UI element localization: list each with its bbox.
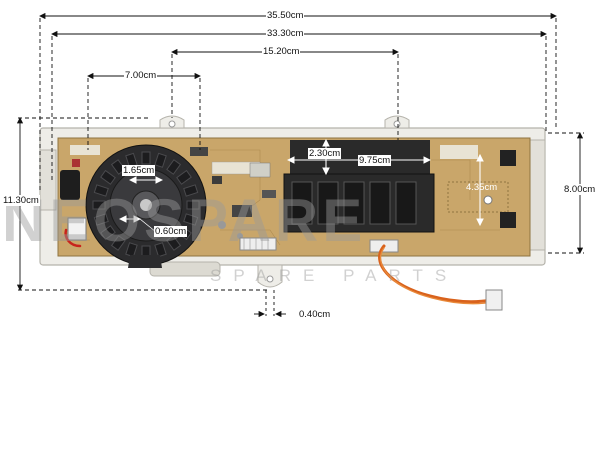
knob-tooth (100, 225, 116, 241)
knob-tooth (186, 200, 200, 210)
right-height-label: 8.00cm (563, 184, 597, 195)
connector-slot (395, 181, 417, 225)
right-panel-label: 4.35cm (466, 182, 498, 193)
connector-slot (369, 181, 391, 225)
connector-slot (343, 181, 365, 225)
knob-tooth (93, 184, 109, 197)
knob-offset-label: 1.65cm (122, 165, 156, 176)
connector-slot (291, 181, 313, 225)
window-height-label: 2.30cm (308, 148, 342, 159)
knob-tooth (100, 169, 116, 185)
knob-tooth (183, 213, 199, 226)
connector-slot (317, 181, 339, 225)
knob-tooth (93, 213, 109, 226)
knob-width-label: 7.00cm (124, 70, 158, 81)
knob-tooth (166, 235, 182, 251)
knob-tooth (183, 184, 199, 197)
knob-tooth (110, 235, 126, 251)
display-connector (283, 173, 435, 233)
knob-tooth (176, 169, 192, 185)
knob-tooth (154, 152, 167, 168)
total-width-label: 35.50cm (266, 10, 305, 21)
knob-tooth (154, 242, 167, 258)
wires (64, 228, 503, 311)
knob-tooth (166, 159, 182, 175)
knob-tooth (141, 151, 151, 165)
knob-shaft-label: 0.60cm (154, 226, 188, 237)
window-width-label: 9.75cm (358, 155, 392, 166)
knob-tooth (110, 159, 126, 175)
knob-tooth (125, 242, 138, 258)
inner-width-label: 33.30cm (266, 28, 305, 39)
knob-tooth (92, 200, 106, 210)
board-height-label: 11.30cm (2, 195, 40, 206)
display-width-label: 15.20cm (262, 46, 301, 57)
tab-gap-label: 0.40cm (298, 309, 332, 320)
